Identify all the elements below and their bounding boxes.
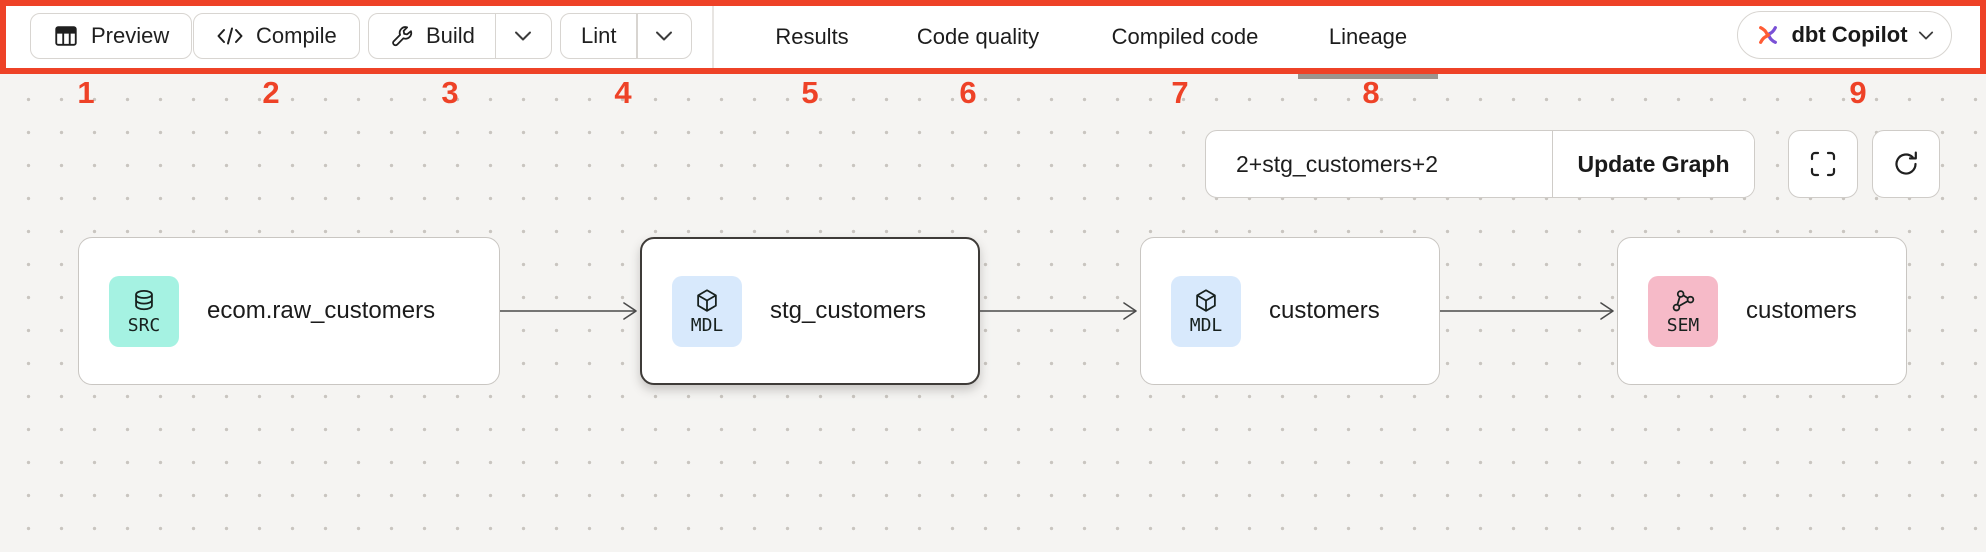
lineage-node-source[interactable]: SRC ecom.raw_customers: [78, 237, 500, 385]
lint-split-button: Lint: [560, 13, 692, 59]
chevron-down-icon: [1918, 31, 1933, 39]
cube-icon: [1196, 289, 1216, 312]
preview-button-label: Preview: [91, 23, 170, 48]
fullscreen-button[interactable]: [1788, 130, 1858, 198]
copilot-button-label: dbt Copilot: [1791, 22, 1908, 47]
lint-dropdown-button[interactable]: [638, 14, 691, 58]
model-badge: MDL: [1171, 275, 1241, 347]
wrench-icon: [392, 25, 413, 46]
toolbar-divider: [712, 0, 714, 74]
node-label: ecom.raw_customers: [207, 297, 436, 324]
database-icon: [135, 290, 153, 311]
split-divider: [636, 14, 638, 58]
build-button[interactable]: Build: [369, 14, 495, 58]
tab-label: Compiled code: [1111, 24, 1259, 49]
cube-icon: [697, 289, 717, 312]
build-dropdown-button[interactable]: [496, 14, 550, 58]
preview-button[interactable]: Preview: [30, 13, 193, 59]
refresh-button[interactable]: [1872, 130, 1940, 198]
chevron-down-icon: [515, 31, 532, 41]
code-icon: [217, 27, 243, 45]
badge-label: SRC: [127, 315, 161, 336]
badge-label: SEM: [1666, 315, 1700, 336]
semantic-badge: SEM: [1648, 275, 1718, 347]
badge-label: MDL: [690, 315, 724, 336]
refresh-icon: [1895, 151, 1917, 175]
lint-button-label: Lint: [581, 23, 617, 48]
lineage-node-stg-customers[interactable]: MDL stg_customers: [640, 237, 980, 385]
selector-divider: [1551, 131, 1553, 197]
selector-input[interactable]: [1206, 131, 1552, 197]
source-badge: SRC: [109, 275, 179, 347]
compile-button-label: Compile: [256, 23, 337, 48]
build-button-label: Build: [426, 23, 475, 48]
tab-label: Results: [775, 24, 849, 49]
lint-button[interactable]: Lint: [561, 14, 636, 58]
compile-button[interactable]: Compile: [193, 13, 360, 59]
split-divider: [494, 14, 497, 58]
tab-label: Lineage: [1328, 24, 1408, 49]
model-badge: MDL: [672, 275, 742, 347]
fullscreen-icon: [1810, 151, 1836, 177]
tab-lineage[interactable]: Lineage: [1329, 0, 1407, 74]
dbt-copilot-button[interactable]: dbt Copilot: [1737, 11, 1952, 59]
lineage-node-customers-model[interactable]: MDL customers: [1140, 237, 1440, 385]
table-icon: [55, 26, 77, 46]
network-icon: [1672, 290, 1695, 312]
tab-compiled-code[interactable]: Compiled code: [1112, 0, 1259, 74]
lineage-node-customers-semantic[interactable]: SEM customers: [1617, 237, 1907, 385]
lineage-selector-group: Update Graph: [1205, 130, 1755, 198]
chevron-down-icon: [656, 31, 673, 41]
tab-label: Code quality: [916, 24, 1040, 49]
badge-label: MDL: [1189, 315, 1223, 336]
node-label: customers: [1746, 297, 1857, 324]
build-split-button: Build: [368, 13, 552, 59]
node-label: stg_customers: [770, 297, 927, 324]
update-graph-button[interactable]: Update Graph: [1553, 131, 1754, 197]
update-graph-label: Update Graph: [1577, 150, 1730, 177]
tab-results[interactable]: Results: [775, 0, 848, 74]
editor-toolbar: Preview Compile Build: [0, 0, 1986, 74]
node-label: customers: [1269, 297, 1380, 324]
dbt-logo-icon: [1759, 26, 1778, 44]
active-tab-underline: [1298, 74, 1438, 79]
tab-code-quality[interactable]: Code quality: [917, 0, 1039, 74]
